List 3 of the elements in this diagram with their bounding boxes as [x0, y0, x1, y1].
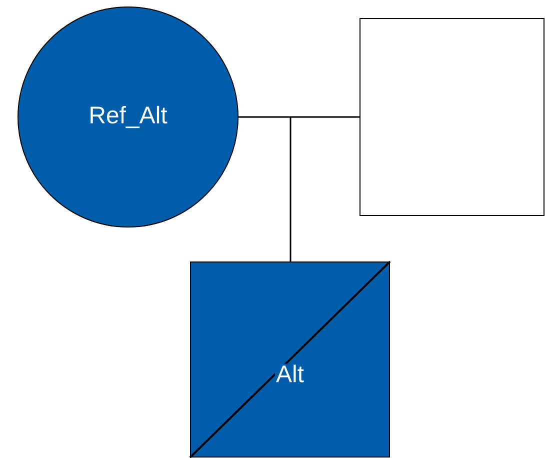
male-square: Alt: [189, 260, 391, 458]
partner-box: [360, 18, 544, 216]
connector-line: [238, 116, 360, 263]
